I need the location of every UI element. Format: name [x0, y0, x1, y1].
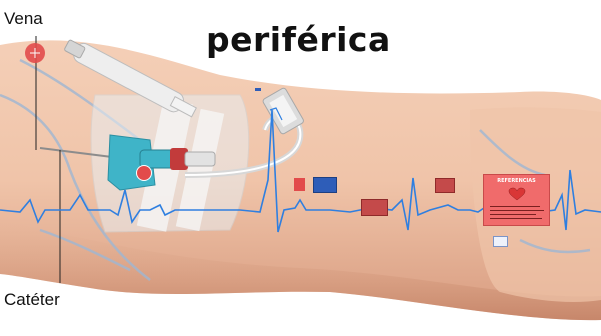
heart-icon: [508, 187, 526, 201]
page-title: periférica: [206, 20, 391, 59]
vein-label: Vena: [4, 9, 43, 29]
tiny-node: [255, 88, 261, 91]
topic-node-blue[interactable]: [313, 177, 337, 193]
topic-node-red-right[interactable]: [435, 178, 455, 193]
topic-node-red-small[interactable]: [294, 178, 305, 191]
references-title: REFERENCIAS: [484, 178, 549, 184]
catheter-node-icon[interactable]: [136, 165, 152, 181]
topic-node-red-mid[interactable]: [361, 199, 388, 216]
references-card[interactable]: REFERENCIAS: [483, 174, 550, 226]
catheter-label: Catéter: [4, 290, 60, 310]
slide-thumbnail-icon[interactable]: [493, 236, 508, 247]
